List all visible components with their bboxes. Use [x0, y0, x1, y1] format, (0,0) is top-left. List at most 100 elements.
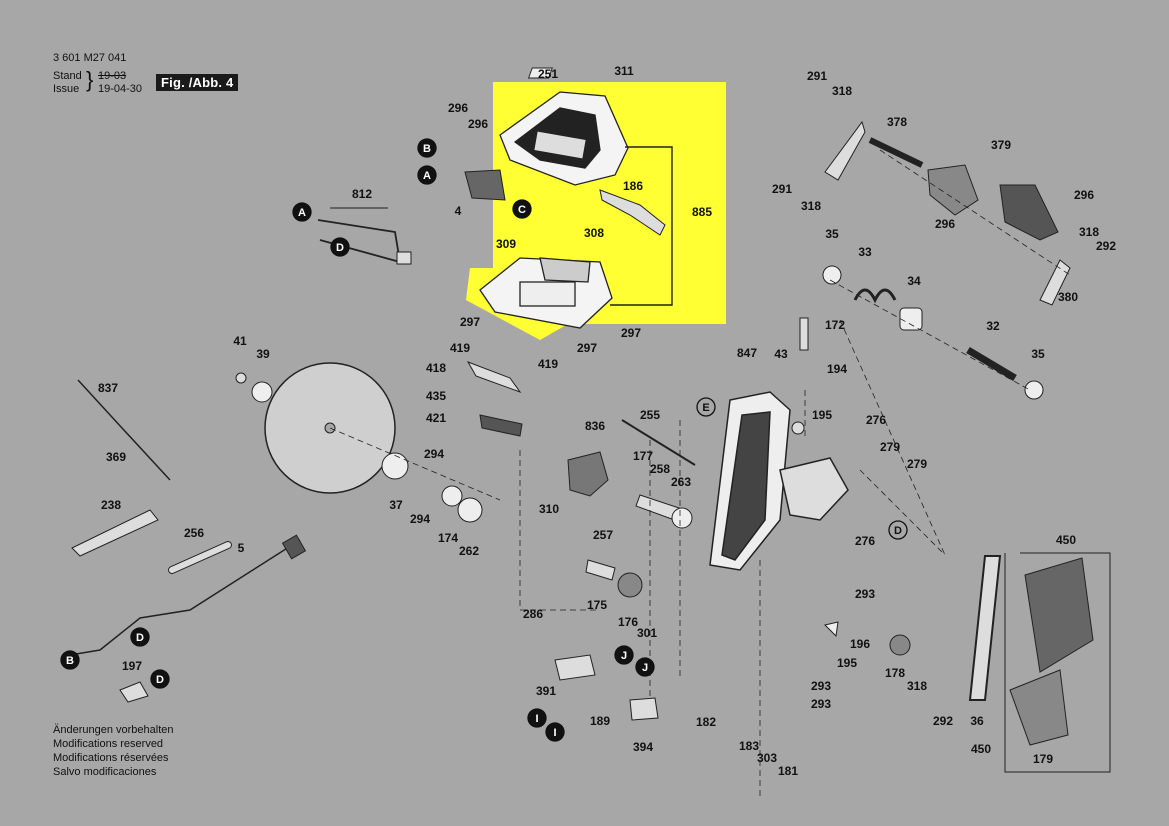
part-label-419: 419: [538, 357, 558, 371]
part-label-263: 263: [671, 475, 691, 489]
part-label-33: 33: [858, 245, 872, 259]
svg-text:B: B: [423, 143, 431, 155]
part-label-177: 177: [633, 449, 653, 463]
callout-d: D: [150, 669, 170, 689]
part-label-176: 176: [618, 615, 638, 629]
note-line: Modifications réservées: [53, 752, 169, 764]
part-label-175: 175: [587, 598, 607, 612]
svg-text:J: J: [642, 662, 648, 674]
part-label-256: 256: [184, 526, 204, 540]
clip-196: [824, 621, 839, 638]
part-label-303: 303: [757, 751, 777, 765]
part-label-39: 39: [256, 347, 270, 361]
part-label-292: 292: [933, 714, 953, 728]
part-label-309: 309: [496, 237, 516, 251]
part-394: [629, 697, 659, 721]
part-418: [466, 361, 522, 394]
assembly-lines: [329, 149, 1071, 800]
part-label-296: 296: [468, 117, 488, 131]
part-label-279: 279: [880, 440, 900, 454]
part-label-308: 308: [584, 226, 604, 240]
part-label-318: 318: [801, 199, 821, 213]
cable-812: [317, 219, 402, 264]
flange-37: [381, 452, 409, 480]
part-label-197: 197: [122, 659, 142, 673]
part-label-293: 293: [855, 587, 875, 601]
svg-text:B: B: [66, 655, 74, 667]
part-label-4: 4: [455, 204, 462, 218]
svg-text:D: D: [336, 242, 344, 254]
part-label-296: 296: [1074, 188, 1094, 202]
callout-i: I: [545, 722, 565, 742]
part-label-35: 35: [1031, 347, 1045, 361]
bushing-34: [899, 307, 923, 331]
washer-35a: [822, 265, 842, 285]
brace: }: [86, 67, 94, 92]
part-label-450: 450: [1056, 533, 1076, 547]
cord-5: [69, 539, 301, 656]
note-line: Änderungen vorbehalten: [53, 724, 174, 736]
callout-j: J: [635, 657, 655, 677]
handle-lower: [479, 257, 613, 329]
part-186-bracket: [599, 189, 666, 236]
spring-33: [853, 288, 897, 304]
part-label-318: 318: [1079, 225, 1099, 239]
part-label-419: 419: [450, 341, 470, 355]
part-label-311: 311: [614, 64, 634, 78]
part-label-35: 35: [825, 227, 839, 241]
bracket-450-179: [1004, 552, 1111, 773]
lever-380: [1039, 259, 1071, 306]
part-391: [554, 654, 596, 681]
part-label-812: 812: [352, 187, 372, 201]
part-label-279: 279: [907, 457, 927, 471]
part-label-34: 34: [907, 274, 921, 288]
cable-837: [77, 379, 171, 481]
part-label-847: 847: [737, 346, 757, 360]
doc-number: 3 601 M27 041: [53, 52, 127, 64]
part-label-435: 435: [426, 389, 446, 403]
part-label-276: 276: [866, 413, 886, 427]
part-label-238: 238: [101, 498, 121, 512]
handle-379b: [999, 184, 1059, 241]
part-label-301: 301: [637, 626, 657, 640]
callout-a: A: [292, 202, 312, 222]
part-label-450: 450: [971, 742, 991, 756]
part-label-178: 178: [885, 666, 905, 680]
bracket-885: [610, 146, 673, 306]
tube-256-inner: [169, 542, 231, 573]
part-label-296: 296: [935, 217, 955, 231]
cover-450: [1024, 557, 1094, 673]
washer-174: [441, 485, 463, 507]
part-label-182: 182: [696, 715, 716, 729]
part-label-43: 43: [774, 347, 788, 361]
belt-36: [968, 555, 1002, 701]
part-label-195: 195: [837, 656, 857, 670]
part-label-421: 421: [426, 411, 446, 425]
part-label-37: 37: [389, 498, 403, 512]
part-label-41: 41: [233, 334, 247, 348]
part-421: [479, 414, 523, 437]
part-label-32: 32: [986, 319, 1000, 333]
nut-195: [791, 421, 805, 435]
part-label-297: 297: [577, 341, 597, 355]
callout-i: I: [527, 708, 547, 728]
part-label-391: 391: [536, 684, 556, 698]
callout-j: J: [614, 645, 634, 665]
callout-a: A: [417, 165, 437, 185]
part-label-174: 174: [438, 531, 458, 545]
svg-text:I: I: [535, 713, 538, 725]
part-label-394: 394: [633, 740, 653, 754]
part-label-885: 885: [692, 205, 712, 219]
callout-b: B: [60, 650, 80, 670]
part-label-5: 5: [238, 541, 245, 555]
part-label-836: 836: [585, 419, 605, 433]
part-label-257: 257: [593, 528, 613, 542]
arm-847: [709, 391, 849, 571]
part-label-189: 189: [590, 714, 610, 728]
svg-text:D: D: [156, 674, 164, 686]
part-label-251: 251: [538, 67, 558, 81]
part-label-369: 369: [106, 450, 126, 464]
part-label-196: 196: [850, 637, 870, 651]
switch-4: [464, 169, 506, 201]
